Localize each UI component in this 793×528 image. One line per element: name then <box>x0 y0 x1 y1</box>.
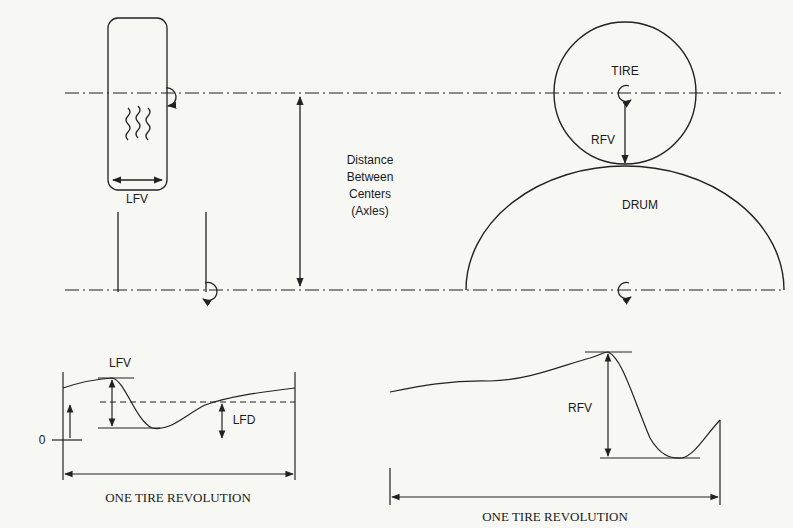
lfv-waveform <box>52 372 295 480</box>
revolution-tick <box>389 468 390 505</box>
rotation-arrow <box>618 86 631 102</box>
rotation-arrow <box>618 283 631 299</box>
tire-circle: TIRE <box>553 21 697 165</box>
force-label: LFV <box>126 191 148 208</box>
peak-tick <box>98 377 134 378</box>
tire-outline <box>554 22 696 164</box>
node-label: DRUM <box>622 198 658 212</box>
revolution-tick <box>294 372 295 480</box>
revolution-label: ONE TIRE REVOLUTION <box>105 489 251 506</box>
force-label: LFD <box>233 412 256 429</box>
axis-label: 0 <box>39 432 46 449</box>
lfv-arrow <box>111 380 112 426</box>
zero-line <box>52 439 82 440</box>
tire-profile <box>108 18 167 190</box>
revolution-arrow <box>65 473 293 474</box>
dimension-label: Distance Between Centers (Axles) <box>334 152 406 220</box>
center-line <box>65 289 785 290</box>
lfd-arrow <box>221 404 222 438</box>
force-label: LFV <box>109 355 131 372</box>
revolution-tick <box>62 372 63 480</box>
trough-tick <box>98 427 160 428</box>
axle-lines <box>65 93 785 290</box>
trough-tick <box>600 457 700 458</box>
peak-tick <box>585 351 632 352</box>
force-label: RFV <box>591 132 615 149</box>
rfv-waveform <box>390 352 720 505</box>
revolution-arrow <box>392 496 718 497</box>
drum-shape: DRUM <box>465 165 785 290</box>
tire-drum-marks <box>618 86 631 299</box>
revolution-tick <box>719 420 720 505</box>
rotation-arrow <box>203 282 217 300</box>
rfv-force-arrow <box>624 104 625 163</box>
node-label: TIRE <box>611 64 638 78</box>
rfv-arrow <box>607 354 608 456</box>
force-curve <box>63 378 295 429</box>
tire-side-view <box>108 18 217 300</box>
tread-wave <box>136 106 140 138</box>
force-label: RFV <box>568 400 592 417</box>
distance-dimension <box>299 97 300 286</box>
support-line <box>205 212 206 292</box>
dimension-arrow <box>299 97 300 286</box>
tread-wave <box>146 108 150 140</box>
lfv-arrow <box>113 179 162 180</box>
node-outline <box>553 21 697 165</box>
axis-arrow <box>69 405 70 438</box>
support-line <box>117 212 118 292</box>
drum-outline <box>466 166 784 290</box>
rotation-arrow <box>166 88 176 106</box>
force-curve <box>390 352 720 458</box>
mean-line <box>100 401 295 402</box>
center-line <box>65 92 785 93</box>
node-outline <box>465 165 785 290</box>
tread-wave <box>126 108 130 140</box>
revolution-label: ONE TIRE REVOLUTION <box>482 508 628 525</box>
